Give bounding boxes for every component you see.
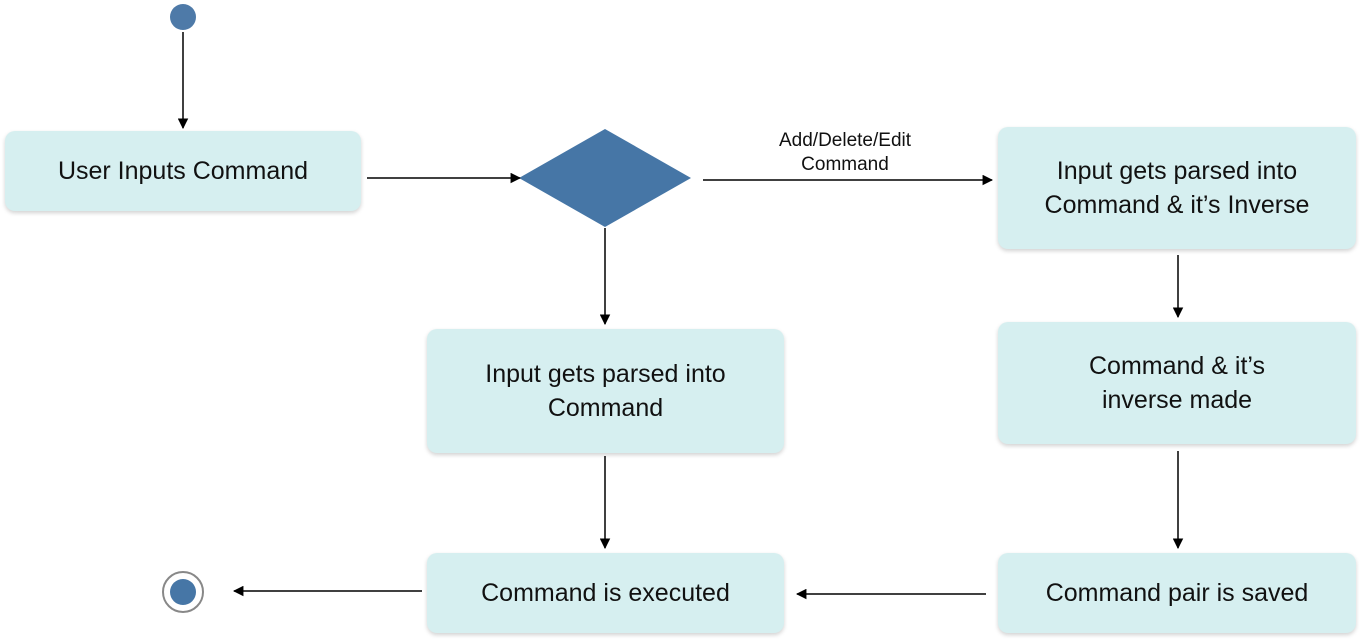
node-pair-saved: Command pair is saved [998,553,1356,633]
edge-label-add-delete-edit: Add/Delete/Edit Command [745,129,945,177]
node-user-inputs-command: User Inputs Command [5,131,361,211]
node-label: User Inputs Command [57,157,309,185]
node-label: Command pair is saved [1045,579,1309,607]
node-parse-command: Input gets parsed into Command [427,329,784,453]
edge-label-line2: Command [801,154,889,175]
node-label: Command is executed [481,579,730,607]
node-label: Command & it’s inverse made [1089,352,1265,414]
node-label: Input gets parsed into Command & it’s In… [1044,157,1310,219]
edge-label-line1: Add/Delete/Edit [778,130,912,151]
end-node [162,571,204,613]
node-inverse-made: Command & it’s inverse made [998,322,1356,444]
decision-diamond [519,129,691,227]
node-label: Input gets parsed into Command [485,360,726,422]
node-parse-with-inverse: Input gets parsed into Command & it’s In… [998,127,1356,249]
node-command-executed: Command is executed [427,553,784,633]
start-node [170,4,196,30]
